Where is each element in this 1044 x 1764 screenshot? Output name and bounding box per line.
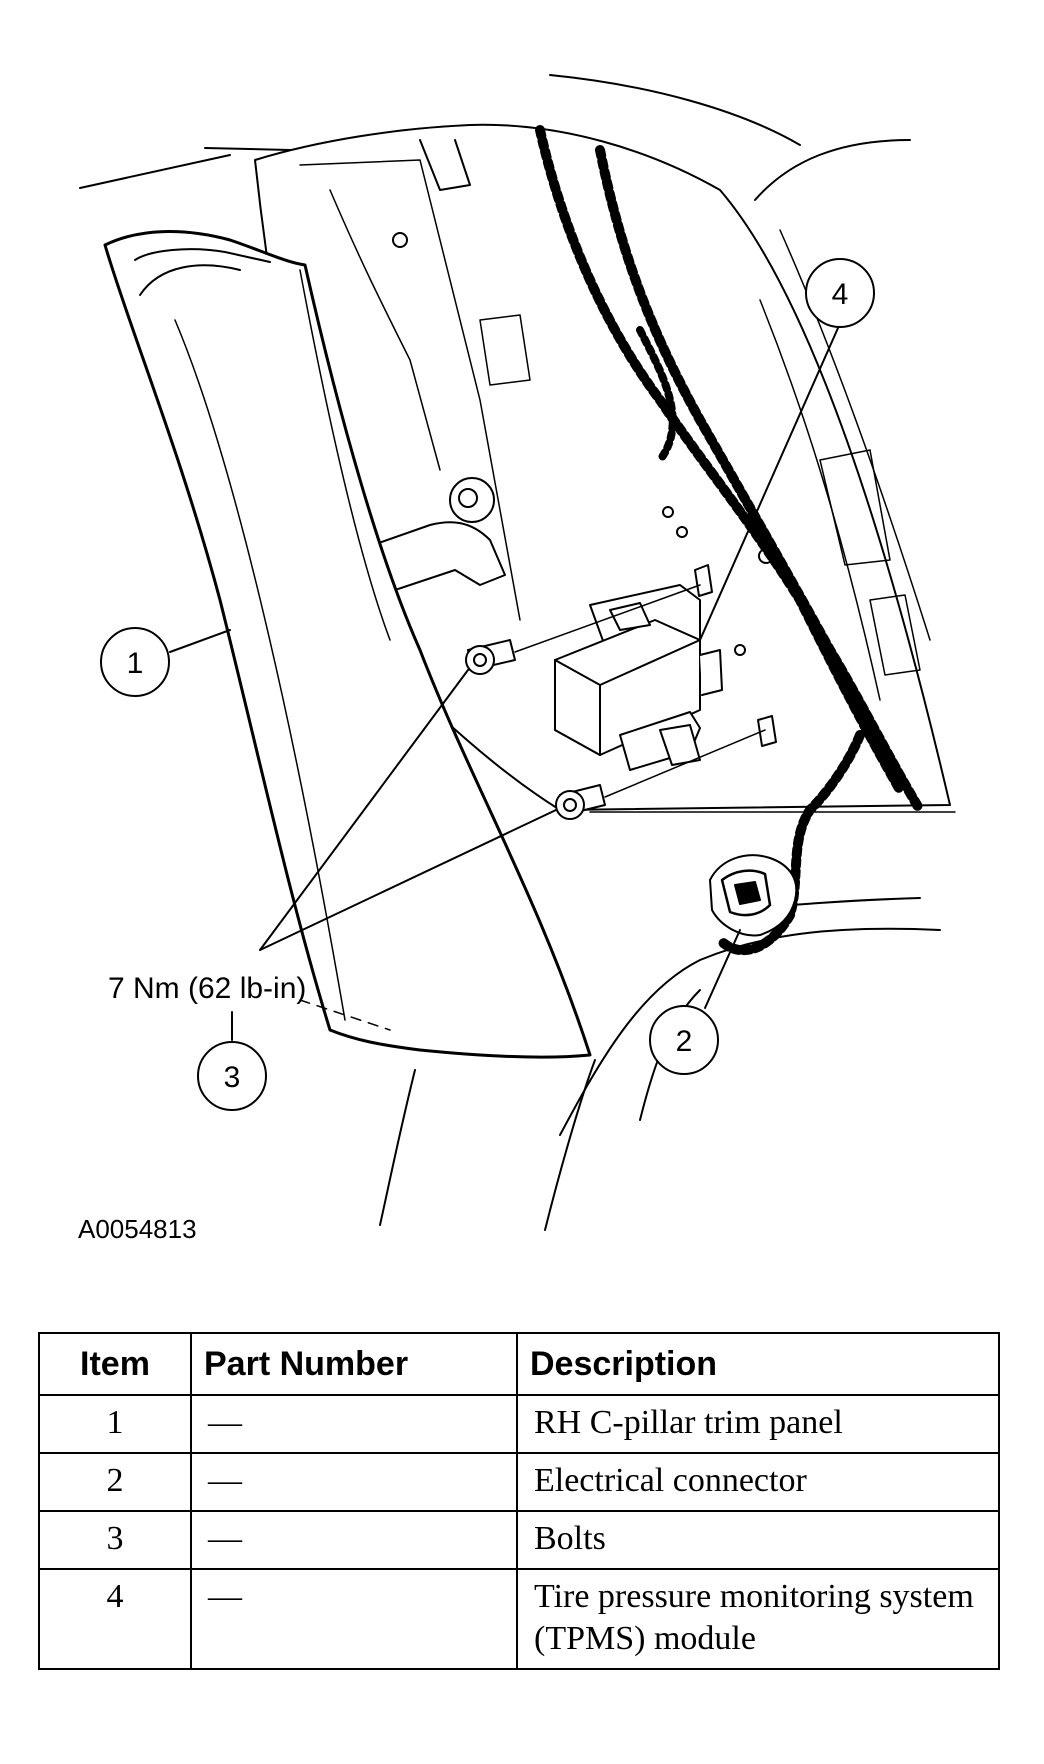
cell-item: 3 (38, 1510, 192, 1570)
inner-body-panel (299, 159, 521, 621)
callout-label-1: 1 (127, 647, 144, 680)
wiring-harness (535, 125, 905, 795)
cell-description: Bolts (516, 1510, 1000, 1570)
inner-body-panel (819, 449, 891, 566)
tpms-installation-illustration: 1 2 3 4 7 Nm (62 lb-in) A0054813 (78, 74, 956, 1244)
body-outline-line (204, 147, 291, 151)
inner-body-panel (779, 229, 931, 641)
figure-id: A0054813 (78, 1214, 197, 1244)
cell-item: 2 (38, 1452, 192, 1512)
wiring-harness (636, 326, 677, 464)
callout-label-4: 4 (832, 278, 849, 311)
leader-line-4 (699, 327, 839, 641)
inner-body-panel (329, 189, 441, 471)
body-hole (392, 232, 408, 248)
header-part-number: Part Number (190, 1332, 518, 1396)
body-outline-line (79, 154, 231, 189)
leader-line-3 (259, 669, 469, 951)
bolt-alignment-line (514, 584, 701, 653)
wiring-harness (595, 145, 925, 815)
c-pillar-trim-edge (299, 999, 391, 1031)
inner-body-panel (869, 594, 921, 676)
c-pillar-trim-edge (299, 269, 391, 641)
leader-line-3 (259, 809, 557, 951)
c-pillar-trim-edge (544, 1059, 596, 1231)
mounting-bracket (329, 521, 506, 606)
bracket-stud (449, 477, 495, 523)
c-pillar-trim-edge (139, 264, 241, 296)
table-header-row: Item Part Number Description (38, 1332, 1000, 1396)
callout-circle-1 (100, 627, 170, 697)
callout-circle-3 (197, 1041, 267, 1111)
parts-table: Item Part Number Description 1 — RH C-pi… (38, 1332, 1000, 1670)
cell-part-number: — (190, 1394, 518, 1454)
table-row: 2 — Electrical connector (38, 1452, 1000, 1512)
body-hole (676, 526, 688, 538)
table-row: 3 — Bolts (38, 1510, 1000, 1570)
bolt-lower (555, 784, 606, 820)
callout-circle-2 (649, 1005, 719, 1075)
header-description: Description (516, 1332, 1000, 1396)
callout-label-3: 3 (224, 1061, 241, 1094)
header-item: Item (38, 1332, 192, 1396)
c-pillar-trim-panel (103, 230, 592, 1059)
body-outline-line (559, 927, 941, 1136)
mounting-stud (694, 564, 713, 597)
cell-part-number: — (190, 1452, 518, 1512)
callout-label-2: 2 (676, 1025, 693, 1058)
bolt-upper (465, 639, 516, 675)
tpms-module (554, 584, 723, 771)
body-hole (662, 506, 674, 518)
body-outline-line (549, 74, 801, 146)
table-row: 1 — RH C-pillar trim panel (38, 1394, 1000, 1454)
table-row: 4 — Tire pressure monitoring system (TPM… (38, 1568, 1000, 1670)
wiring-harness (715, 730, 865, 956)
leader-line-2 (704, 929, 741, 1009)
cell-description: Electrical connector (516, 1452, 1000, 1512)
cell-description: RH C-pillar trim panel (516, 1394, 1000, 1454)
callout-circle-4 (805, 258, 875, 328)
cell-description: Tire pressure monitoring system (TPMS) m… (516, 1568, 1000, 1670)
inner-body-panel (479, 314, 531, 386)
cell-item: 4 (38, 1568, 192, 1670)
inner-body-panel (419, 139, 471, 191)
mounting-stud (757, 715, 777, 747)
torque-spec-label: 7 Nm (62 lb-in) (108, 972, 306, 1005)
c-pillar-trim-edge (134, 248, 271, 263)
bolt-alignment-line (604, 729, 766, 798)
cell-part-number: — (190, 1510, 518, 1570)
bracket-stud (458, 488, 478, 508)
inner-body-panel (759, 299, 881, 701)
cell-item: 1 (38, 1394, 192, 1454)
cell-part-number: — (190, 1568, 518, 1670)
c-pillar-trim-edge (379, 1069, 416, 1226)
body-outline-line (754, 139, 911, 201)
body-hole (734, 644, 746, 656)
c-pillar-trim-edge (174, 319, 346, 1021)
electrical-connector (709, 854, 798, 937)
leader-line-1 (169, 629, 231, 653)
